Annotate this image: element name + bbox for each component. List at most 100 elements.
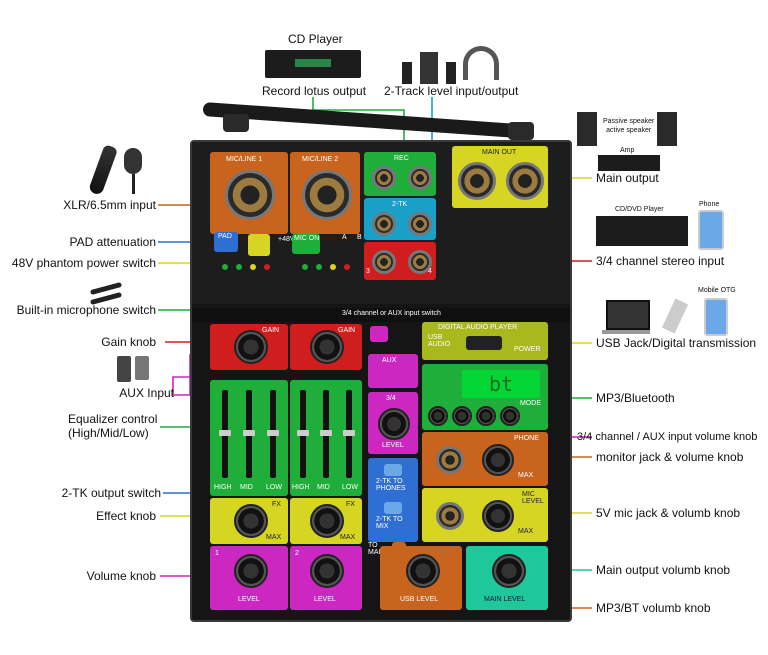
mode-button[interactable]	[500, 406, 520, 426]
digital-player-zone: DIGITAL AUDIO PLAYER USB AUDIO POWER	[422, 322, 548, 360]
led-3	[250, 264, 256, 270]
fx-knob-2[interactable]	[310, 504, 344, 538]
eq-1-high-label: HIGH	[214, 484, 232, 491]
phone-jack[interactable]	[436, 446, 464, 474]
eq-2-high-label: HIGH	[292, 484, 310, 491]
ch4-jack[interactable]	[408, 250, 432, 274]
display-text: bt	[488, 372, 514, 396]
mic5v-zone: MIC LEVEL MAX	[422, 488, 548, 542]
mic5v-knob[interactable]	[482, 500, 514, 532]
pad-button[interactable]: PAD	[214, 232, 238, 252]
label-gain: Gain knob	[101, 335, 156, 349]
antenna	[202, 102, 543, 140]
label-pad: PAD attenuation	[69, 235, 156, 249]
headphones-icon	[463, 46, 499, 80]
eq-1-mid-cap[interactable]	[243, 430, 255, 436]
main-out-jack-l[interactable]	[458, 162, 496, 200]
mic-on-label: MIC ON	[294, 235, 320, 242]
level-2-label: LEVEL	[314, 596, 336, 603]
aux-switch[interactable]	[370, 326, 388, 342]
led-4	[264, 264, 270, 270]
next-button[interactable]	[452, 406, 472, 426]
usb-level-knob[interactable]	[406, 554, 440, 588]
fx-1-max: MAX	[266, 534, 282, 541]
xlr-jack-1[interactable]	[225, 170, 275, 220]
rec-jack-l[interactable]	[372, 166, 396, 190]
eq-1-high-cap[interactable]	[219, 430, 231, 436]
mic-line-2-label: MIC/LINE 2	[302, 156, 339, 163]
label-cd-player: CD Player	[288, 32, 343, 46]
display-screen: bt	[462, 370, 540, 398]
mic-level-label: MIC LEVEL	[522, 491, 544, 505]
ch2-label: 2	[295, 550, 299, 557]
gain-1-zone: GAIN	[210, 324, 288, 370]
mic-line-1-label: MIC/LINE 1	[226, 156, 263, 163]
eq-1-low-cap[interactable]	[267, 430, 279, 436]
label-volume: Volume knob	[86, 569, 156, 583]
gain-2-zone: GAIN	[290, 324, 362, 370]
usb-level-zone: USB LEVEL	[380, 546, 462, 610]
microphone-icon	[124, 148, 146, 194]
main-out-label: MAIN OUT	[482, 149, 517, 156]
main-out-jack-r[interactable]	[506, 162, 544, 200]
label-main-vol: Main output volumb knob	[596, 563, 731, 577]
tk-phones-label: 2-TK TO PHONES	[376, 478, 406, 492]
main-level-zone: MAIN LEVEL	[466, 546, 548, 610]
play-pause-button[interactable]	[476, 406, 496, 426]
gain-knob-1[interactable]	[234, 330, 268, 364]
eq-2-low-cap[interactable]	[343, 430, 355, 436]
level-1-zone: 1 LEVEL	[210, 546, 288, 610]
mixer-divider	[192, 308, 570, 322]
amp-device	[598, 155, 660, 171]
usb-port[interactable]	[466, 336, 502, 350]
main-level-knob[interactable]	[492, 554, 526, 588]
mobile-otg-device	[704, 298, 728, 336]
eq-1-mid-label: MID	[240, 484, 253, 491]
tk-mix-button[interactable]	[384, 502, 402, 514]
ch34-level-knob[interactable]	[378, 408, 410, 440]
mixer-panel: 3/4 channel or AUX input switch MIC/LINE…	[190, 140, 572, 622]
tk-mix-label: 2-TK TO MIX	[376, 516, 403, 530]
rec-label: REC	[394, 155, 409, 162]
label-builtin-mic: Built-in microphone switch	[16, 303, 156, 317]
label-two-track: 2-Track level input/output	[384, 84, 519, 98]
pad-label: PAD	[218, 233, 232, 240]
ch3-label: 3	[366, 268, 370, 275]
ch1-label: 1	[215, 550, 219, 557]
fx-2-max: MAX	[340, 534, 356, 541]
phone-knob[interactable]	[482, 444, 514, 476]
rec-jack-r[interactable]	[408, 166, 432, 190]
phantom-48v-button[interactable]	[248, 234, 270, 256]
phone-zone: PHONE MAX	[422, 432, 548, 486]
eq-2-high-cap[interactable]	[297, 430, 309, 436]
two-tk-jack-r[interactable]	[408, 212, 432, 236]
label-mic5v: 5V mic jack & volumb knob	[596, 506, 741, 520]
label-eq: Equalizer control (High/Mid/Low)	[68, 412, 158, 440]
cd-player-device	[265, 50, 361, 78]
label-passive-speaker: Passive speaker active speaker	[603, 118, 655, 134]
level-2-zone: 2 LEVEL	[290, 546, 362, 610]
fx-knob-1[interactable]	[234, 504, 268, 538]
eq-2-mid-cap[interactable]	[320, 430, 332, 436]
passive-speaker-left	[577, 112, 597, 146]
ch34-input-zone: 3 4	[364, 242, 436, 280]
eq-1-low-label: LOW	[266, 484, 282, 491]
tk-phones-button[interactable]	[384, 464, 402, 476]
prev-button[interactable]	[428, 406, 448, 426]
label-monitor: monitor jack & volume knob	[596, 450, 744, 464]
mic-on-button[interactable]: MIC ON	[292, 234, 320, 254]
two-tk-jack-l[interactable]	[372, 212, 396, 236]
label-aux: AUX Input	[119, 386, 174, 400]
ch3-jack[interactable]	[372, 250, 396, 274]
level-knob-1[interactable]	[234, 554, 268, 588]
led-2	[236, 264, 242, 270]
led-1	[222, 264, 228, 270]
mic5v-jack[interactable]	[436, 502, 464, 530]
gain-knob-2[interactable]	[310, 330, 344, 364]
rec-zone: REC	[364, 152, 436, 196]
level-knob-2[interactable]	[310, 554, 344, 588]
mode-label: MODE	[520, 400, 541, 407]
xlr-jack-2[interactable]	[302, 170, 352, 220]
label-xlr: XLR/6.5mm input	[63, 198, 156, 212]
fx-1-label: FX	[272, 501, 281, 508]
